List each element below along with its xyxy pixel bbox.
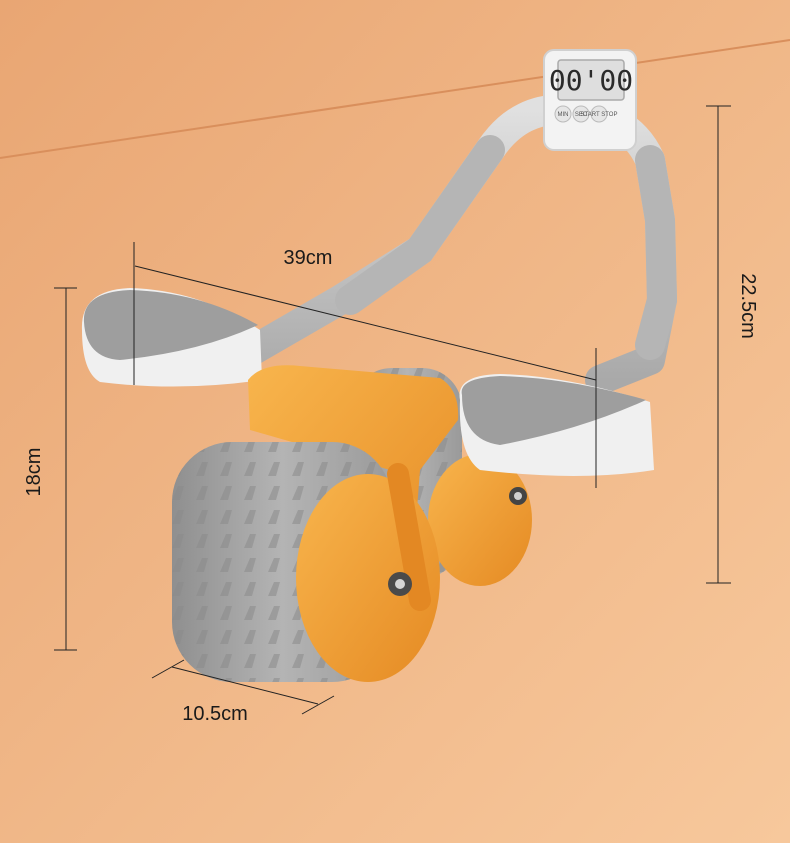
- timer-startstop-label: START STOP: [581, 112, 618, 118]
- right-elbow-pad: [459, 374, 654, 476]
- dimension-height: 22.5cm: [706, 105, 759, 584]
- front-wheel: [172, 442, 440, 682]
- dimension-width: 39cm: [133, 242, 597, 488]
- wheel-height-label: 18cm: [23, 448, 45, 497]
- timer-sec-label: SEC: [575, 112, 588, 118]
- left-elbow-pad: [81, 288, 262, 387]
- height-label: 22.5cm: [737, 273, 759, 339]
- width-label: 39cm: [284, 247, 333, 269]
- floor-seam: [0, 39, 790, 159]
- wheel-width-label: 10.5cm: [182, 703, 248, 725]
- digital-timer: 00'00 MIN SEC START STOP: [543, 49, 637, 151]
- timer-display: 00'00: [549, 64, 633, 97]
- timer-min-label: MIN: [558, 112, 569, 118]
- dimension-wheel-width: 10.5cm: [151, 659, 335, 725]
- dimension-wheel-height: 18cm: [23, 287, 77, 651]
